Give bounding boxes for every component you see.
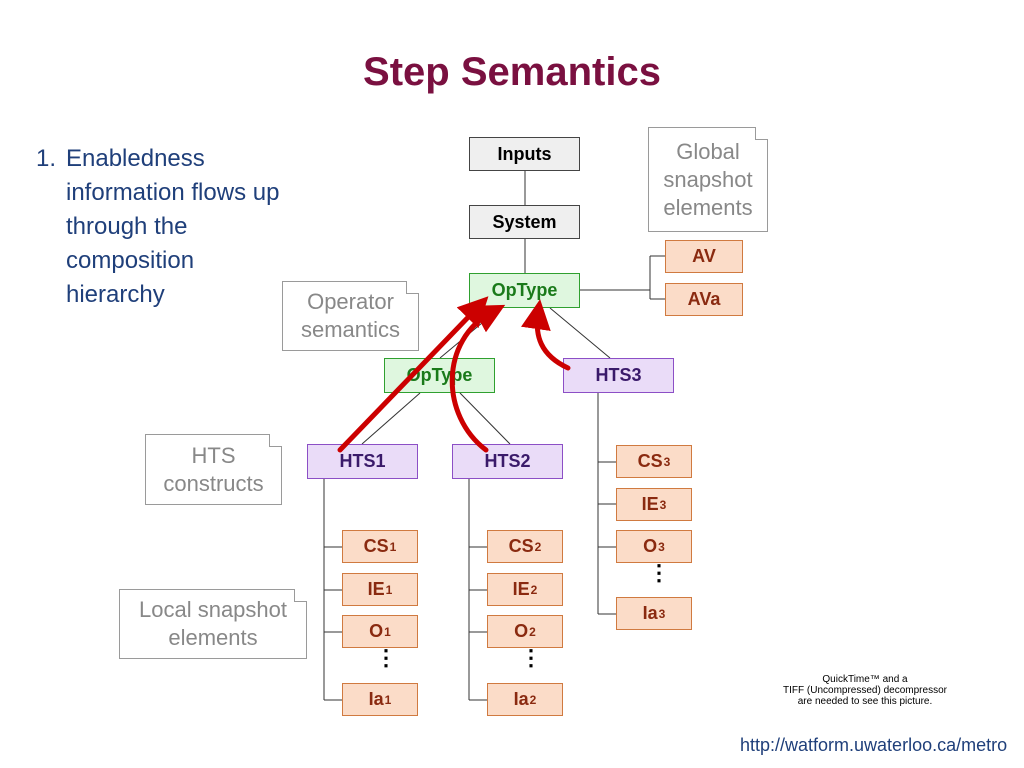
node-hts1: HTS1 <box>307 444 418 479</box>
node-hts3: HTS3 <box>563 358 674 393</box>
note-operator-semantics: Operator semantics <box>282 281 419 351</box>
node-ava: AVa <box>665 283 743 316</box>
arrow-enabledness-hts2 <box>449 304 506 453</box>
node-av: AV <box>665 240 743 273</box>
node-hts2: HTS2 <box>452 444 563 479</box>
page-title: Step Semantics <box>363 50 661 94</box>
note-hts-constructs: HTS constructs <box>145 434 282 505</box>
node-system: System <box>469 205 580 239</box>
note-hts-constructs-text: HTS constructs <box>163 442 264 496</box>
arrow-enabledness-hts1 <box>337 296 489 453</box>
quicktime-line1: QuickTime™ and a <box>822 674 908 685</box>
bullet-text: Enabledness information flows up through… <box>66 145 280 308</box>
note-operator-semantics-text: Operator semantics <box>300 289 401 342</box>
node-inputs: Inputs <box>469 137 580 171</box>
quicktime-line3: are needed to see this picture. <box>797 696 933 707</box>
quicktime-line2: TIFF (Uncompressed) decompressor <box>783 685 947 696</box>
note-local-snapshot-text: Local snapshot elements <box>139 597 287 650</box>
connector-optype-hts2 <box>459 392 511 445</box>
footer-url[interactable]: http://watform.uwaterloo.ca/metro <box>740 735 1008 755</box>
quicktime-placeholder: QuickTime™ and a TIFF (Uncompressed) dec… <box>770 674 960 707</box>
note-global-snapshot: Global snapshot elements <box>648 127 768 232</box>
connector-optype-hts3 <box>549 307 611 359</box>
note-local-snapshot: Local snapshot elements <box>119 589 307 659</box>
note-global-snapshot-text: Global snapshot elements <box>663 138 753 220</box>
bullet-number: 1. <box>36 145 57 172</box>
connector-optype-hts1 <box>361 392 421 445</box>
arrow-enabledness-hts3 <box>521 299 571 371</box>
